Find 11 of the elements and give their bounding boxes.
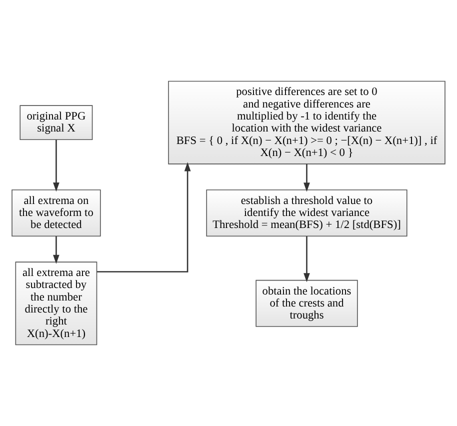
arrow	[304, 236, 310, 282]
node-box: establish a threshold value to identify the widest variance Threshold = mean(BFS) + 1/2 [std(BFS)]	[206, 189, 408, 237]
node-box: all extrema on the waveform to be detected	[12, 189, 101, 237]
node-box: obtain the locations of the crests and troughs	[256, 280, 358, 327]
node-box: original PPG signal X	[20, 105, 93, 140]
node-box: all extrema are subtracted by the number directly to the right X(n)-X(n+1)	[15, 262, 98, 346]
arrow	[53, 140, 60, 192]
arrow	[97, 162, 191, 272]
arrow	[53, 236, 60, 264]
arrow	[304, 164, 310, 192]
node-box: positive differences are set to 0 and negative differences are multiplied by -1 to identify the location with the widest variance BFS = { 0 , if X(n) − X(n+1) >= 0 ; −[X(n) − X(n+1)] , if X(n) − X(n+1) < 0 }	[168, 80, 446, 164]
